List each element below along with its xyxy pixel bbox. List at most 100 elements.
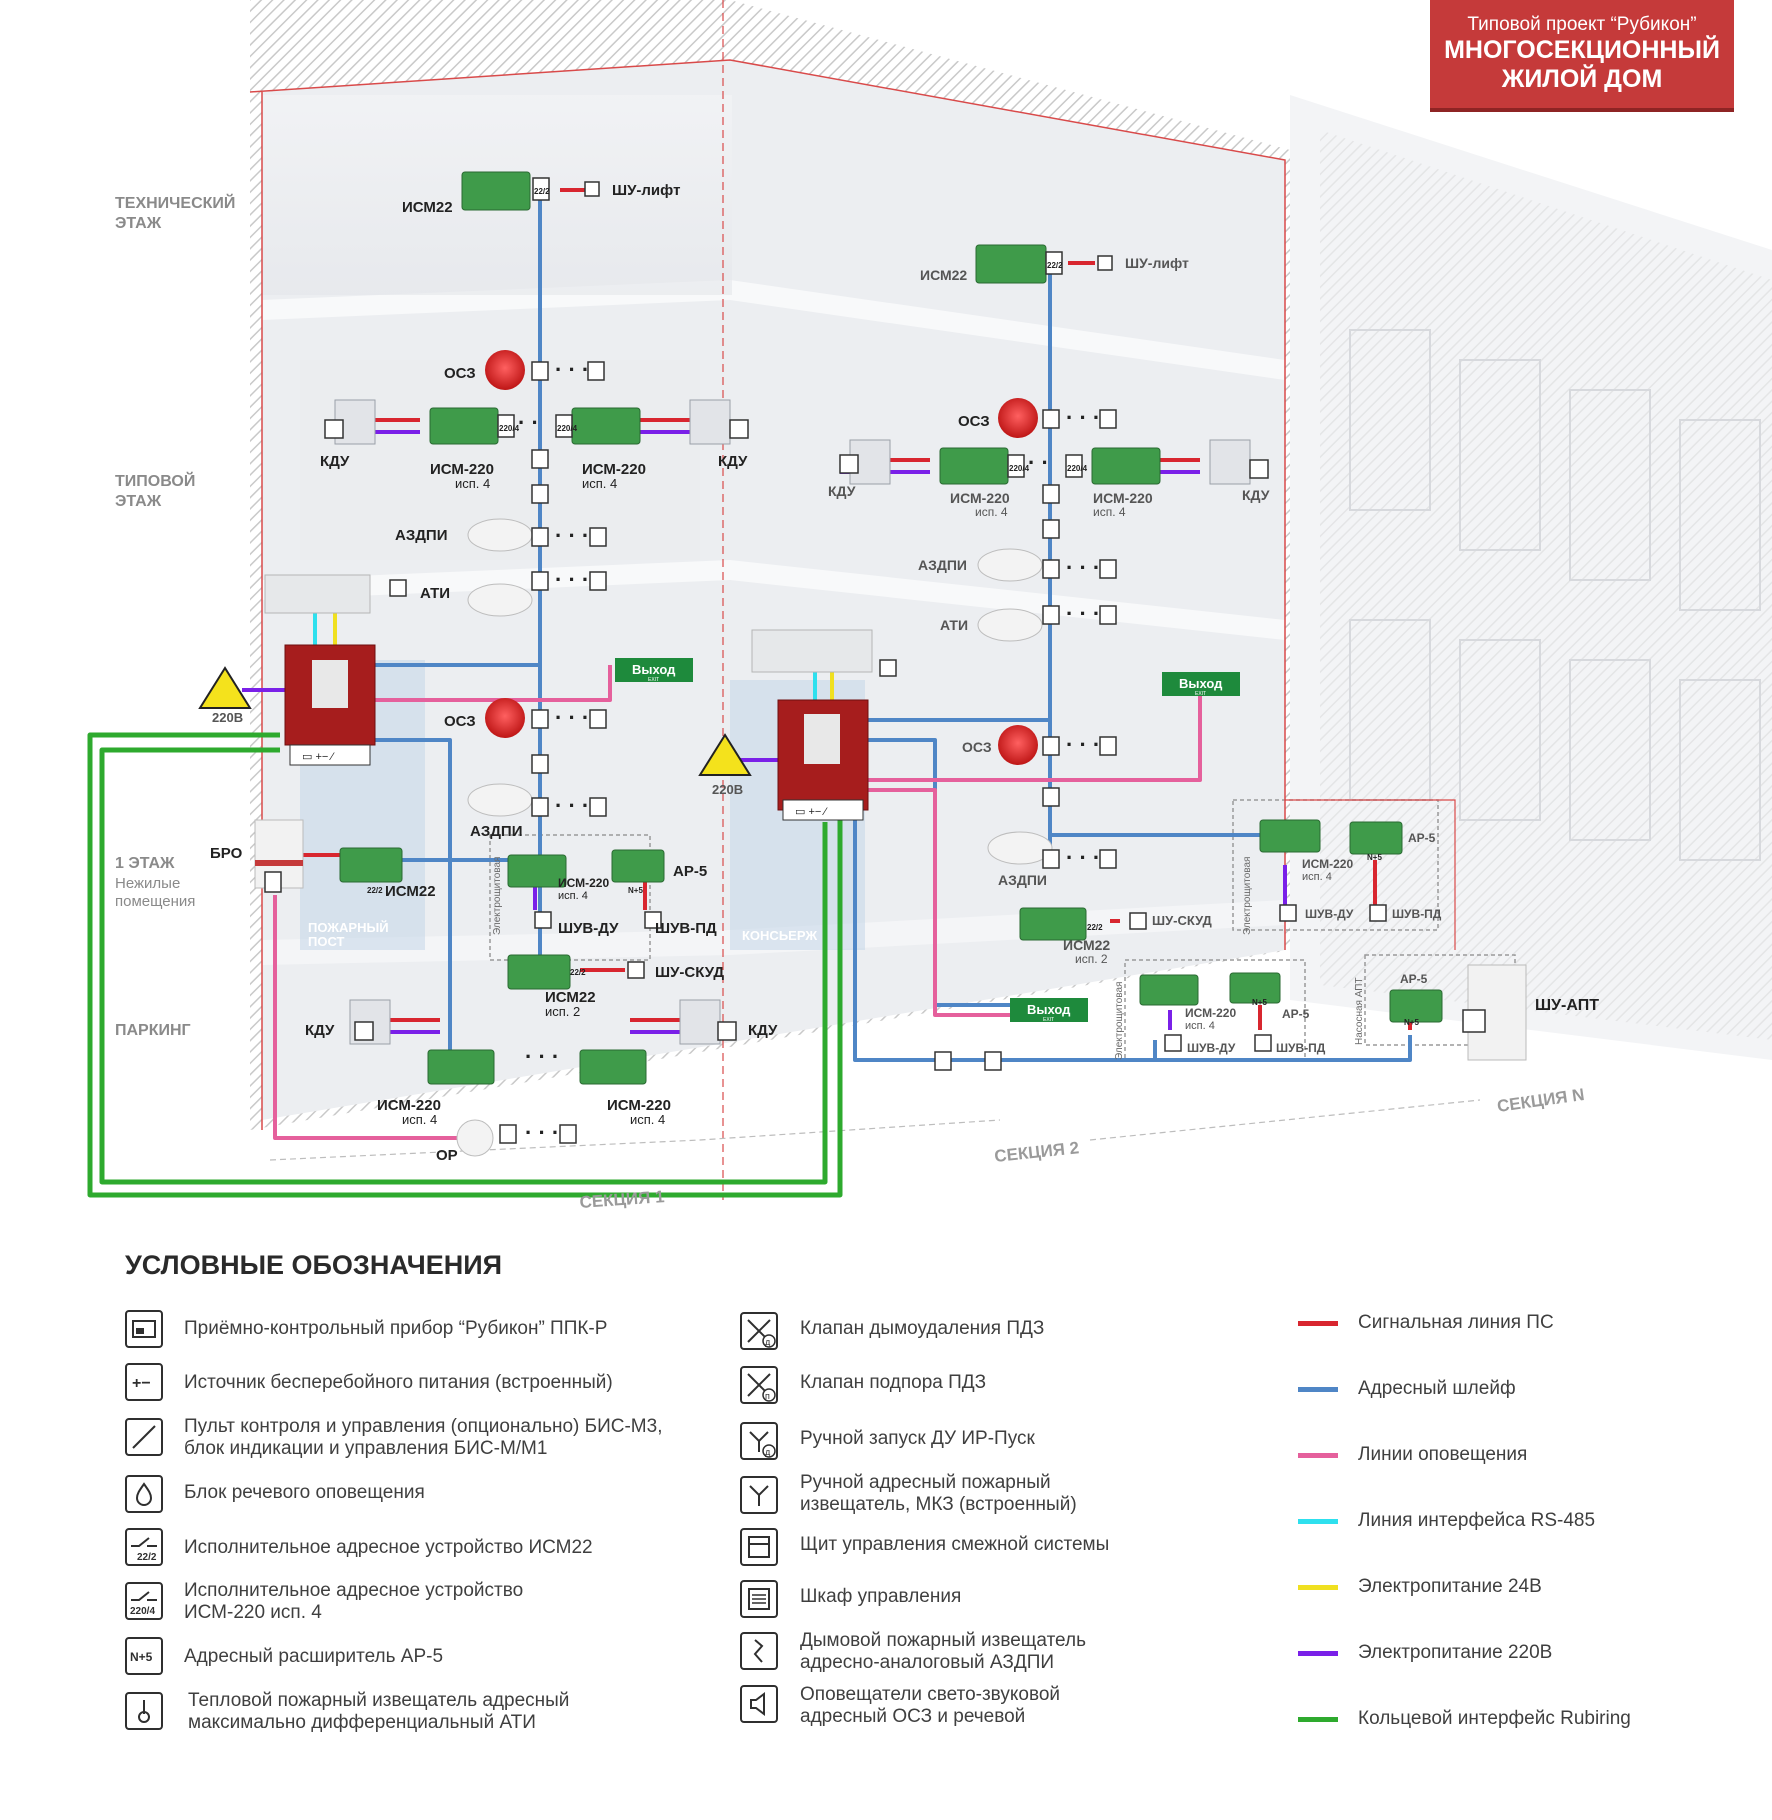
room-electro-3: Электрощитовая: [1114, 982, 1125, 1060]
svg-text:▭ +− ⁄: ▭ +− ⁄: [302, 751, 335, 763]
manual-call-point-icon: [740, 1476, 778, 1514]
line-sample-address: [1298, 1387, 1338, 1392]
tag-2204-2: 220/4: [557, 424, 578, 433]
label-ism220-5: ИСМ-220: [558, 876, 609, 890]
ism22-board-5: [1019, 907, 1087, 941]
label-220v-1: 220В: [212, 710, 243, 725]
legend-line-3: Линия интерфейса RS-485: [1358, 1510, 1596, 1531]
svg-text:п: п: [765, 1391, 770, 1401]
label-ar5-4: АР-5: [1400, 972, 1428, 986]
label-kdu-1: КДУ: [320, 453, 350, 470]
legend-col2-2: Ручной запуск ДУ ИР-Пуск: [800, 1428, 1035, 1449]
legend-col2-3: Ручной адресный пожарный извещатель, МКЗ…: [800, 1472, 1077, 1515]
tag-222-1: 22/2: [534, 187, 550, 196]
legend-title: УСЛОВНЫЕ ОБОЗНАЧЕНИЯ: [125, 1250, 503, 1280]
fire-control-panel-1: ▭ +− ⁄: [284, 644, 376, 766]
exit-sign-3: [1010, 998, 1088, 1022]
high-voltage-icon-1: [198, 666, 252, 709]
line-sample-rs485: [1298, 1519, 1338, 1524]
ism220-board-4: [1091, 447, 1161, 485]
label-ism220-2: ИСМ-220: [582, 461, 646, 478]
svg-text:· ·: · ·: [1028, 450, 1049, 475]
ups-icon: +−: [125, 1363, 163, 1401]
tag-2204-4: 220/4: [1067, 464, 1088, 473]
room-fire-post-1: ПОЖАРНЫЙ: [308, 920, 389, 935]
label-shuv-pd-3: ШУВ-ПД: [1276, 1041, 1326, 1055]
ar5-board-2: [1349, 821, 1403, 855]
badge-title-2: ЖИЛОЙ ДОМ: [1501, 65, 1663, 93]
label-ism220-1: ИСМ-220: [430, 461, 494, 478]
legend-line-6: Кольцевой интерфейс Rubiring: [1358, 1708, 1631, 1729]
adjacent-panel-icon: [740, 1528, 778, 1566]
exit-sign-1: [615, 658, 693, 682]
label-isp4-8: исп. 4: [1302, 871, 1332, 883]
svg-text:▭ +− ⁄: ▭ +− ⁄: [795, 806, 828, 818]
svg-text:д: д: [765, 1447, 771, 1457]
label-kdu-3: КДУ: [828, 483, 856, 499]
legend-col1-5: Исполнительное адресное устройство ИСМ-2…: [184, 1580, 524, 1623]
label-or: ОР: [436, 1147, 458, 1164]
badge-subtitle: Типовой проект “Рубикон”: [1467, 14, 1697, 35]
building-scheme: ▭ +− ⁄ ▭ +− ⁄: [87, 0, 1772, 1212]
label-azdpi-2: АЗДПИ: [918, 557, 967, 573]
ism22-board-4: [507, 954, 571, 990]
siren-osz-3: [485, 698, 525, 738]
svg-text:· · ·: · · ·: [555, 705, 589, 730]
ism220-board-8: [1259, 819, 1321, 853]
indication-block-2: [751, 629, 873, 673]
label-shu-lift-2: ШУ-лифт: [1125, 255, 1189, 271]
legend-col1-2: Пульт контроля и управления (опционально…: [184, 1416, 663, 1459]
label-ati-1: АТИ: [420, 585, 450, 602]
svg-text:22/2: 22/2: [137, 1552, 157, 1563]
cabling: [87, 188, 1412, 1198]
svg-text:· · ·: · · ·: [1066, 845, 1100, 870]
label-azdpi-4: АЗДПИ: [998, 872, 1047, 888]
svg-text:· ·: · ·: [518, 410, 539, 435]
legend-col1-7: Тепловой пожарный извещатель адресный ма…: [188, 1690, 570, 1733]
indication-block-1: [264, 574, 371, 614]
label-220v-2: 220В: [712, 782, 743, 797]
label-ism220-7: ИСМ-220: [607, 1097, 671, 1114]
fire-control-panel-2: ▭ +− ⁄: [777, 699, 869, 821]
label-bro: БРО: [210, 845, 243, 862]
legend-col1-4: Исполнительное адресное устройство ИСМ22: [184, 1537, 593, 1558]
smoke-detector-2: [467, 783, 533, 817]
tag-n5-2: N+5: [1367, 853, 1382, 862]
label-exit-3: Выход: [1027, 1002, 1071, 1017]
svg-text:д: д: [765, 1337, 771, 1347]
label-isp4-4: исп. 4: [1093, 505, 1126, 519]
label-ism220-3: ИСМ-220: [950, 490, 1010, 506]
label-isp4-6: исп. 4: [402, 1112, 437, 1127]
legend-col2-7: Оповещатели свето-звуковой адресный ОСЗ …: [800, 1684, 1061, 1727]
tag-n5-4: N+5: [1404, 1018, 1419, 1027]
heat-detector-1: [467, 583, 533, 617]
label-ism220-8: ИСМ-220: [1302, 857, 1353, 871]
tag-n5-3: N+5: [1252, 998, 1267, 1007]
label-osz-4: ОСЗ: [962, 739, 992, 755]
label-exit-1: Выход: [632, 662, 676, 677]
ism220-board-2: [571, 407, 641, 445]
tag-222-5: 22/2: [1087, 923, 1103, 932]
project-badge: Типовой проект “Рубикон” МНОГОСЕКЦИОННЫЙ…: [1430, 0, 1734, 108]
legend-col2-0: Клапан дымоудаления ПДЗ: [800, 1318, 1045, 1339]
heat-detector-2: [977, 608, 1043, 642]
label-kdu-5: КДУ: [305, 1022, 335, 1039]
tag-2204-1: 220/4: [499, 424, 520, 433]
label-isp4-7: исп. 4: [630, 1112, 665, 1127]
section-n: СЕКЦИЯ N: [1496, 1085, 1586, 1116]
label-shu-skud-1: ШУ-СКУД: [655, 964, 724, 981]
pressure-valve-icon: п: [740, 1366, 778, 1404]
label-isp4-9: исп. 4: [1185, 1020, 1215, 1032]
heat-detector-icon: [125, 1692, 163, 1730]
ism220-board-5: [507, 854, 567, 888]
high-voltage-icon-2: [698, 733, 752, 776]
tag-2204-3: 220/4: [1009, 464, 1030, 473]
sounder-icon: [740, 1685, 778, 1723]
valve-kdu-2: [689, 399, 731, 445]
svg-text:220/4: 220/4: [130, 1606, 155, 1617]
control-cabinet-icon: [740, 1580, 778, 1618]
section-2: СЕКЦИЯ 2: [993, 1138, 1080, 1166]
label-ism22-4: ИСМ22: [545, 989, 596, 1006]
ism220-board-3: [939, 447, 1009, 485]
siren-osz-2: [998, 398, 1038, 438]
